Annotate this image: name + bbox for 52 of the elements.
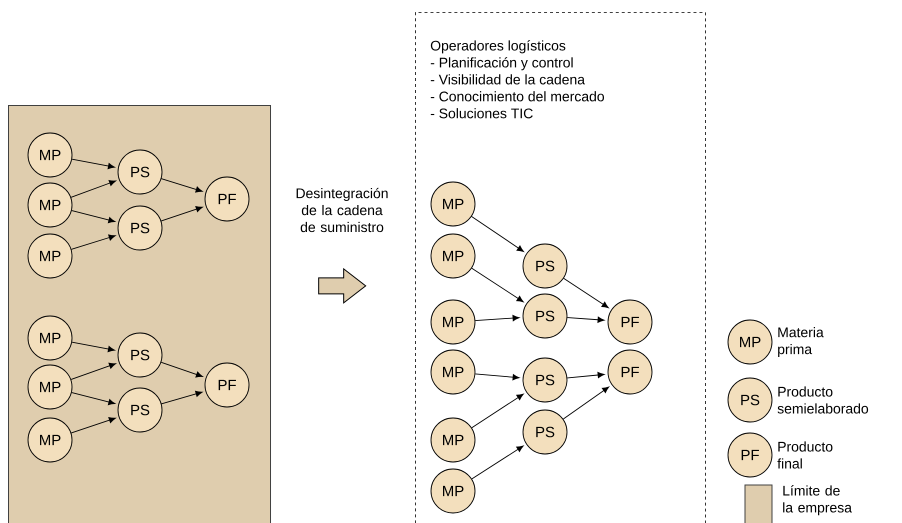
arrow (471, 394, 524, 428)
arrow (161, 178, 203, 192)
circle-node: MP (28, 234, 72, 278)
circle-node: MP (430, 350, 476, 394)
arrow (566, 372, 604, 378)
circle-node: PF (204, 362, 250, 408)
arrow (474, 373, 520, 380)
circle-node: MP (28, 364, 72, 410)
arrow (72, 342, 115, 352)
circle-node: PF (608, 300, 652, 344)
circle-node: MP (430, 234, 476, 278)
arrow (70, 180, 116, 198)
arrow (71, 392, 116, 406)
arrow (471, 216, 524, 252)
arrow (474, 314, 520, 322)
circle-node: PS (118, 332, 162, 378)
arrow (71, 210, 116, 224)
legend-text: Producto semielaborado (778, 386, 868, 414)
circle-node: PS (522, 410, 568, 454)
arrow (471, 268, 524, 302)
circle-node: PS (522, 294, 568, 338)
arrow (71, 234, 116, 250)
circle-node: PS (118, 206, 162, 250)
circle-node: PS (118, 388, 162, 432)
arrow (161, 390, 202, 404)
arrow (70, 362, 116, 380)
circle-node: PS (522, 358, 568, 402)
arrow (563, 278, 609, 308)
edge-label: Desintegración de la cadena de suministro (296, 188, 388, 232)
circle-node: MP (28, 418, 72, 462)
circle-node: MP (430, 300, 476, 344)
circle-node: PF (204, 176, 250, 222)
circle-node: PS (118, 150, 162, 194)
block-arrow (318, 268, 366, 304)
circle-node: MP (430, 182, 476, 226)
legend-text: Producto final (777, 441, 832, 469)
circle-node: MP (28, 316, 72, 360)
arrow (566, 316, 604, 323)
circle-node: MP (430, 468, 476, 514)
circle-node: MP (430, 418, 476, 462)
arrow (70, 417, 116, 434)
arrow (160, 362, 203, 378)
circle-node: MP (28, 132, 72, 178)
arrow (471, 446, 524, 480)
circle-node: MP (28, 182, 72, 228)
arrow (72, 158, 115, 170)
circle-node: PF (608, 350, 652, 394)
legend-text: Límite de la empresa (783, 485, 852, 516)
arrow (562, 386, 610, 420)
legend-text: Materia prima (778, 327, 824, 357)
arrow (160, 206, 203, 222)
circle-node: PS (522, 244, 568, 288)
